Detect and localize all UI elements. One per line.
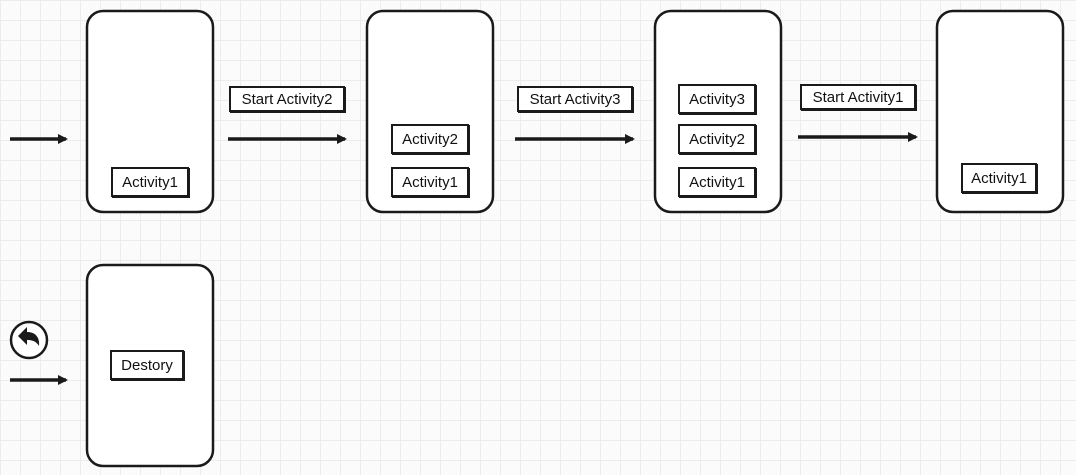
stack-frame-1 <box>85 9 215 214</box>
stack-frame-2 <box>365 9 495 214</box>
stack-2-item-2: Activity1 <box>391 167 469 197</box>
back-arrow-icon <box>9 320 49 360</box>
transition-label-3: Start Activity1 <box>800 84 916 110</box>
transition-label-1: Start Activity2 <box>229 86 345 112</box>
stack-4-item-1: Activity1 <box>961 163 1037 193</box>
stack-frame-4 <box>935 9 1065 214</box>
stack-5-item-1: Destory <box>110 350 184 380</box>
stack-2-item-1: Activity2 <box>391 124 469 154</box>
stack-1-item-1: Activity1 <box>111 167 189 197</box>
transition-label-2: Start Activity3 <box>517 86 633 112</box>
stack-3-item-2: Activity2 <box>678 124 756 154</box>
stack-3-item-3: Activity1 <box>678 167 756 197</box>
stack-3-item-1: Activity3 <box>678 84 756 114</box>
